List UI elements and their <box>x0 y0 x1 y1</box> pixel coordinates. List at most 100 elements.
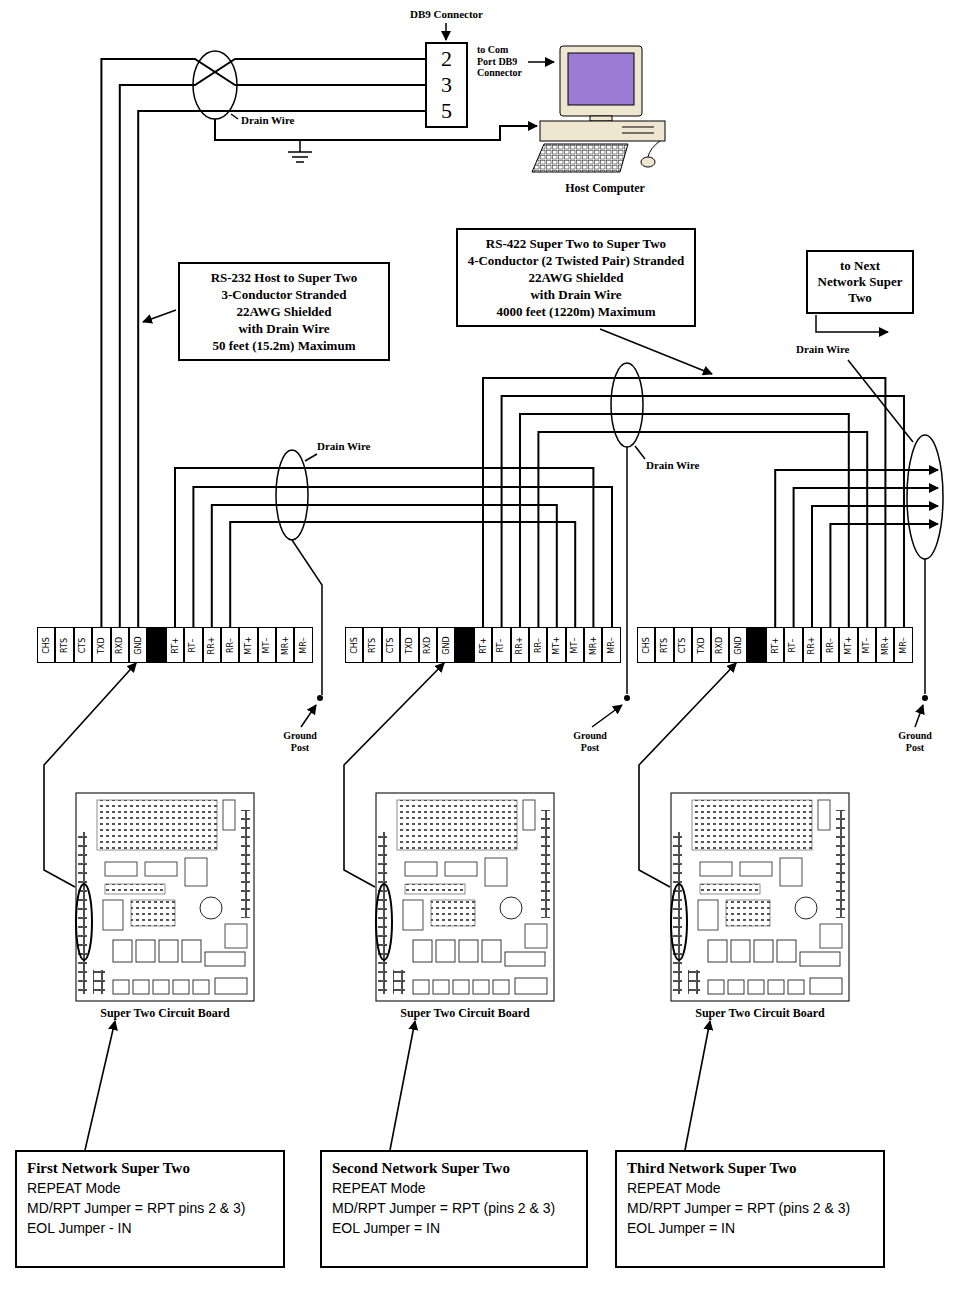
leader-arrow <box>445 23 447 40</box>
ground-symbol <box>288 140 312 162</box>
leader-arrow <box>592 705 622 727</box>
wire <box>520 414 849 627</box>
leader-arrow <box>816 315 888 332</box>
connector-box: DB9 Connector235 <box>425 42 468 128</box>
cable-spec: RS-232 Host to Super Two <box>190 269 378 286</box>
pin-name: GND <box>734 636 743 654</box>
terminal-cell: RR– <box>221 627 239 663</box>
shield-ellipse <box>276 450 308 540</box>
board-drawing <box>75 792 255 1002</box>
ground-label: Ground Post <box>568 730 612 753</box>
terminal-cell: CTS <box>74 627 92 663</box>
terminal-cell: MR– <box>894 627 912 663</box>
cable-spec: 4-Conductor (2 Twisted Pair) Stranded <box>468 252 685 269</box>
pin-name: RR+ <box>515 636 524 654</box>
ground-post <box>922 695 928 701</box>
pointer-arrow <box>390 1021 415 1150</box>
terminal-cell: RR– <box>529 627 547 663</box>
cable-wire <box>138 111 425 627</box>
terminal-cell: RTS <box>655 627 673 663</box>
device-title: First Network Super Two <box>27 1158 273 1178</box>
pin-name: MT+ <box>844 636 853 655</box>
terminal-cell: CTS <box>674 627 692 663</box>
ground-post <box>317 695 323 701</box>
cable-spec: with Drain Wire <box>190 320 378 337</box>
pin-name: MT– <box>570 637 579 653</box>
device-title: Second Network Super Two <box>332 1158 576 1178</box>
terminal-cell: MT– <box>858 627 876 663</box>
terminal-cell: RR+ <box>803 627 821 663</box>
terminal-cell: RT+ <box>474 627 492 663</box>
terminal-cell: RT+ <box>766 627 784 663</box>
terminal-strip: CHSRTSCTSTXDRXDGNDRT+RT–RR+RR–MT+MT–MR+M… <box>637 627 913 663</box>
board-drawing <box>76 793 254 1001</box>
setting-text: EOL Jumper - IN <box>27 1218 273 1238</box>
leader-arrow <box>143 310 176 322</box>
terminal-cell: CHS <box>345 627 363 663</box>
leader-line <box>848 360 913 442</box>
board-caption: Super Two Circuit Board <box>375 1006 555 1021</box>
setting-text: EOL Jumper = IN <box>627 1218 873 1238</box>
ground-bar-cell <box>147 627 165 663</box>
host-computer-icon <box>532 46 665 172</box>
wire <box>120 59 425 627</box>
terminal-cell: MR+ <box>876 627 894 663</box>
wire-label: Drain Wire <box>240 114 295 127</box>
terminal-cell: RR+ <box>511 627 529 663</box>
port-label: to Com Port DB9 Connector <box>476 44 526 79</box>
wire <box>230 522 575 627</box>
pin-name: RT+ <box>170 637 179 654</box>
terminal-cell: RXD <box>111 627 129 663</box>
cable-spec: 22AWG Shielded <box>468 269 685 286</box>
ground-label: Ground Post <box>278 730 322 753</box>
ground-post <box>624 695 630 701</box>
terminal-cell: RT– <box>492 627 510 663</box>
pin-name: TXD <box>697 637 706 654</box>
pin-name: MR– <box>607 637 616 653</box>
leader-line <box>231 114 238 119</box>
pin-name: RR– <box>226 637 235 652</box>
pin-name: GND <box>442 636 451 654</box>
wire <box>502 396 904 627</box>
terminal-cell: RR– <box>821 627 839 663</box>
pin-name: RR– <box>826 637 835 652</box>
circuit-board: Super Two Circuit Board <box>75 792 255 1021</box>
pin-number: 5 <box>427 98 466 124</box>
leader-arrow <box>600 329 712 374</box>
shield-ellipse <box>611 363 643 447</box>
terminal-cell: RT+ <box>166 627 184 663</box>
settings-box: Second Network Super TwoREPEAT ModeMD/RP… <box>320 1150 588 1268</box>
pin-name: TXD <box>405 637 414 654</box>
leader-line <box>305 454 317 461</box>
pin-name: RXD <box>423 636 432 653</box>
terminal-cell: MT+ <box>239 627 257 663</box>
wire <box>775 470 938 627</box>
pin-name: RR– <box>534 637 543 652</box>
pin-name: MR+ <box>281 635 290 654</box>
terminal-cell: RTS <box>55 627 73 663</box>
cable-spec: 4000 feet (1220m) Maximum <box>468 303 685 320</box>
leader-line <box>635 446 645 459</box>
shield-ellipse <box>193 51 237 119</box>
pin-name: RT– <box>497 638 506 652</box>
pin-name: RXD <box>715 636 724 653</box>
pin-name: RXD <box>115 636 124 653</box>
wire-label: Drain Wire <box>795 343 850 356</box>
pin-name: CTS <box>678 637 687 653</box>
terminal-cell: TXD <box>692 627 710 663</box>
wire <box>538 432 867 627</box>
terminal-strip: CHSRTSCTSTXDRXDGNDRT+RT–RR+RR–MT+MT–MR+M… <box>37 627 313 663</box>
wire <box>812 506 938 627</box>
pin-name: RR+ <box>807 636 816 654</box>
circuit-board: Super Two Circuit Board <box>670 792 850 1021</box>
pin-name: MT+ <box>244 636 253 655</box>
terminal-cell: GND <box>129 627 147 663</box>
pin-name: RT+ <box>478 637 487 654</box>
drain-wire <box>924 559 926 694</box>
setting-text: REPEAT Mode <box>27 1178 273 1198</box>
leader-arrow <box>915 705 923 727</box>
pin-name: CTS <box>78 637 87 653</box>
ground-bar-cell <box>747 627 765 663</box>
setting-text: REPEAT Mode <box>627 1178 873 1198</box>
pin-name: RT– <box>189 638 198 652</box>
